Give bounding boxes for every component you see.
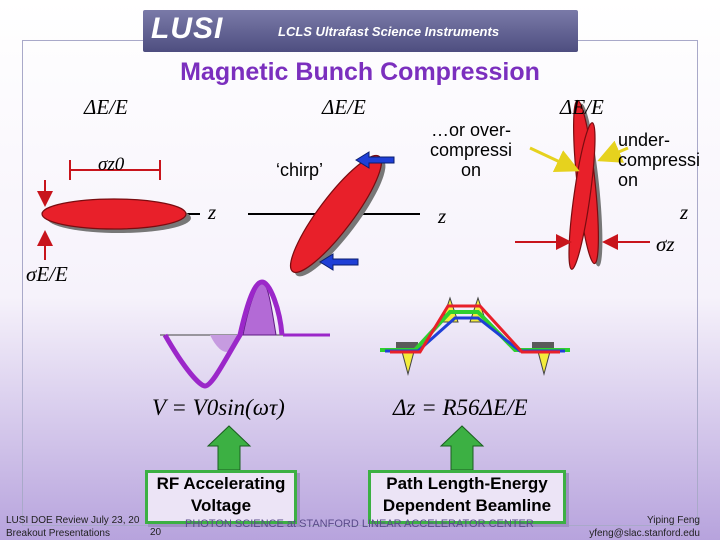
banner-subtitle: LCLS Ultrafast Science Instruments xyxy=(278,24,500,39)
author-email: yfeng@slac.stanford.edu xyxy=(589,528,700,539)
z-label-2: z xyxy=(438,204,447,228)
chirped-bunch-panel xyxy=(248,151,420,277)
footer-right: Yiping Feng yfeng@slac.stanford.edu xyxy=(585,514,700,540)
z-label-3: z xyxy=(680,200,689,224)
initial-bunch xyxy=(41,198,187,230)
under-compression-note: under- compressi on xyxy=(618,130,701,190)
under-compressed-bunch xyxy=(568,122,596,270)
de-e-label-1: ΔE/E xyxy=(84,95,128,119)
footer-center-branding: PHOTON SCIENCE at STANFORD LINEAR ACCELE… xyxy=(185,518,534,530)
header-banner: LUSI LCLS Ultrafast Science Instruments xyxy=(143,10,578,52)
chirped-bunch xyxy=(289,154,383,274)
de-e-label-2: ΔE/E xyxy=(322,95,366,119)
page-number: 20 xyxy=(150,527,162,538)
chicane-beamline xyxy=(380,296,570,376)
de-e-label-3: ΔE/E xyxy=(560,95,604,119)
rf-accelerating-voltage-box: RF Accelerating Voltage xyxy=(145,470,297,524)
lusi-logo: LUSI xyxy=(151,12,224,45)
chirp-arrow-left xyxy=(355,151,395,169)
under-pointer xyxy=(597,140,629,163)
rf-up-arrow xyxy=(206,425,252,471)
path-length-beamline-box: Path Length-Energy Dependent Beamline xyxy=(368,470,566,524)
over-compression-note: …or over- compressi on xyxy=(430,120,513,180)
compressed-bunch-panel xyxy=(515,99,650,270)
footer-breakout: Breakout Presentations xyxy=(6,528,110,539)
path-equation: Δz = R56ΔE/E xyxy=(393,395,528,420)
sigma-z-label: σz xyxy=(656,232,675,256)
initial-bunch-panel xyxy=(37,160,200,260)
rf-equation: V = V0sin(ωτ) xyxy=(152,395,285,420)
chirp-arrow-right xyxy=(319,253,359,271)
path-up-arrow xyxy=(439,425,485,471)
chirp-label: ‘chirp’ xyxy=(276,160,324,180)
over-pointer xyxy=(529,146,580,172)
rf-sine-wave xyxy=(160,279,330,389)
footer-review: LUSI DOE Review July 23, 20 xyxy=(6,515,140,526)
author-name: Yiping Feng xyxy=(647,515,700,526)
sigma-e-label: σE/E xyxy=(26,262,68,286)
page-title: Magnetic Bunch Compression xyxy=(180,58,540,86)
sigma-z0-label: σz0 xyxy=(98,154,125,175)
footer-left: LUSI DOE Review July 23, 20 Breakout Pre… xyxy=(6,514,139,540)
z-label-1: z xyxy=(208,200,217,224)
